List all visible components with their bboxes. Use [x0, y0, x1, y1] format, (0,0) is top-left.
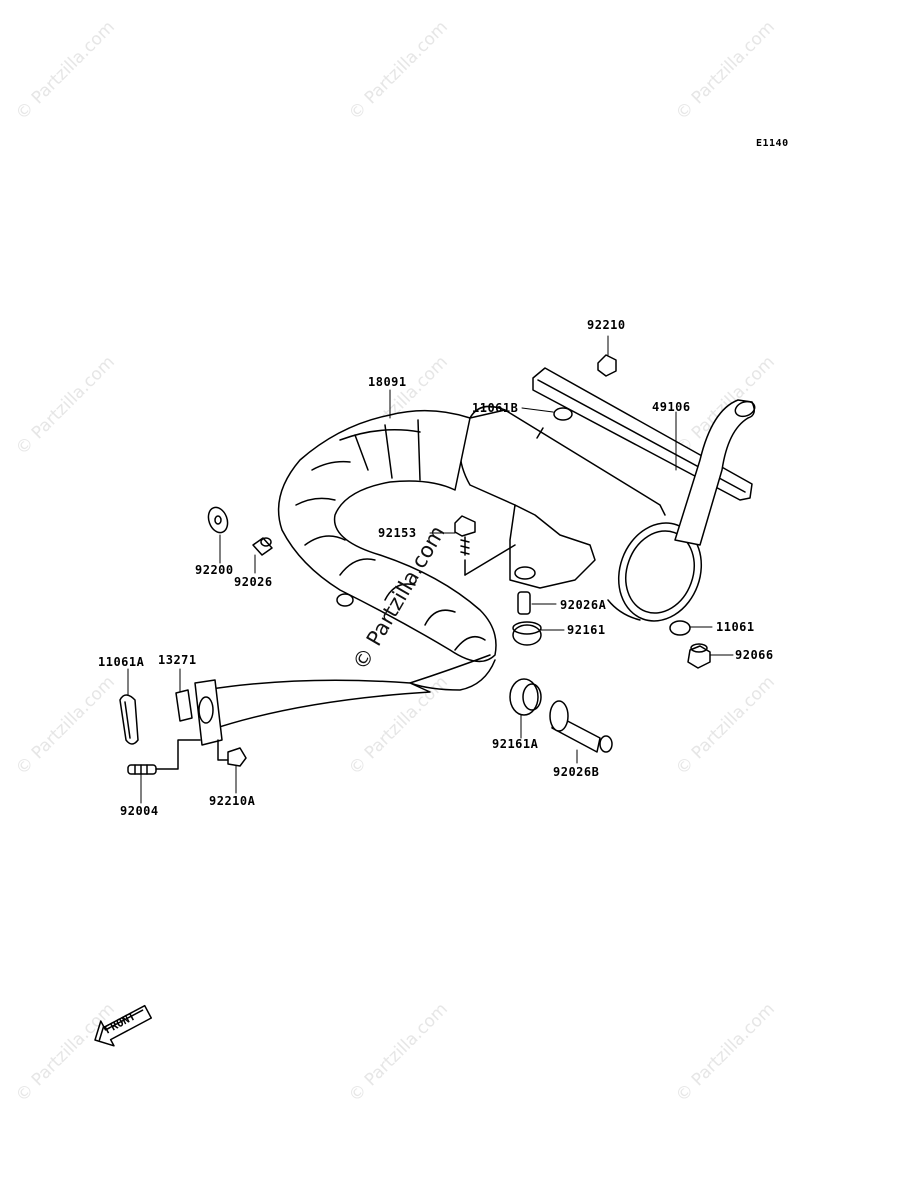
grommet-92161 [512, 621, 542, 646]
part-label-92026: 92026 [234, 575, 273, 589]
stud-92004 [127, 739, 201, 775]
expansion-chamber [277, 409, 497, 691]
part-label-92153: 92153 [378, 526, 417, 540]
washer-92200 [207, 506, 229, 534]
part-label-18091: 18091 [368, 375, 407, 389]
part-label-49106: 49106 [652, 400, 691, 414]
tail-pipe [674, 399, 756, 546]
diagram-code: E1140 [756, 138, 789, 149]
part-label-92066: 92066 [735, 648, 774, 662]
part-label-13271: 13271 [158, 653, 197, 667]
part-label-92161: 92161 [567, 623, 606, 637]
bolt-92066 [687, 643, 711, 669]
collar-92026b [549, 700, 613, 753]
grommet-92161a [509, 678, 542, 716]
gasket-11061a [119, 694, 139, 745]
front-direction-arrow [94, 1004, 153, 1047]
part-label-11061b: 11061B [472, 401, 519, 415]
part-label-92210a: 92210A [209, 794, 256, 808]
part-label-11061a: 11061A [98, 655, 145, 669]
part-label-92210: 92210 [587, 318, 626, 332]
washer-11061 [669, 620, 691, 636]
bolt-92153 [454, 515, 476, 556]
part-label-11061: 11061 [716, 620, 755, 634]
gasket-13271 [175, 689, 193, 722]
leader-lines [127, 335, 734, 804]
exhaust-front-pipe [194, 679, 431, 746]
nut-92210a [217, 739, 247, 767]
part-label-92026b: 92026B [553, 765, 600, 779]
part-label-92200: 92200 [195, 563, 234, 577]
part-label-92004: 92004 [120, 804, 159, 818]
washer-11061b [536, 407, 573, 439]
collar-92026a [517, 591, 531, 615]
part-label-92026a: 92026A [560, 598, 607, 612]
muffler-bracket [464, 504, 596, 589]
part-label-92161a: 92161A [492, 737, 539, 751]
collar-92026 [252, 537, 273, 556]
nut-92210 [597, 354, 617, 377]
